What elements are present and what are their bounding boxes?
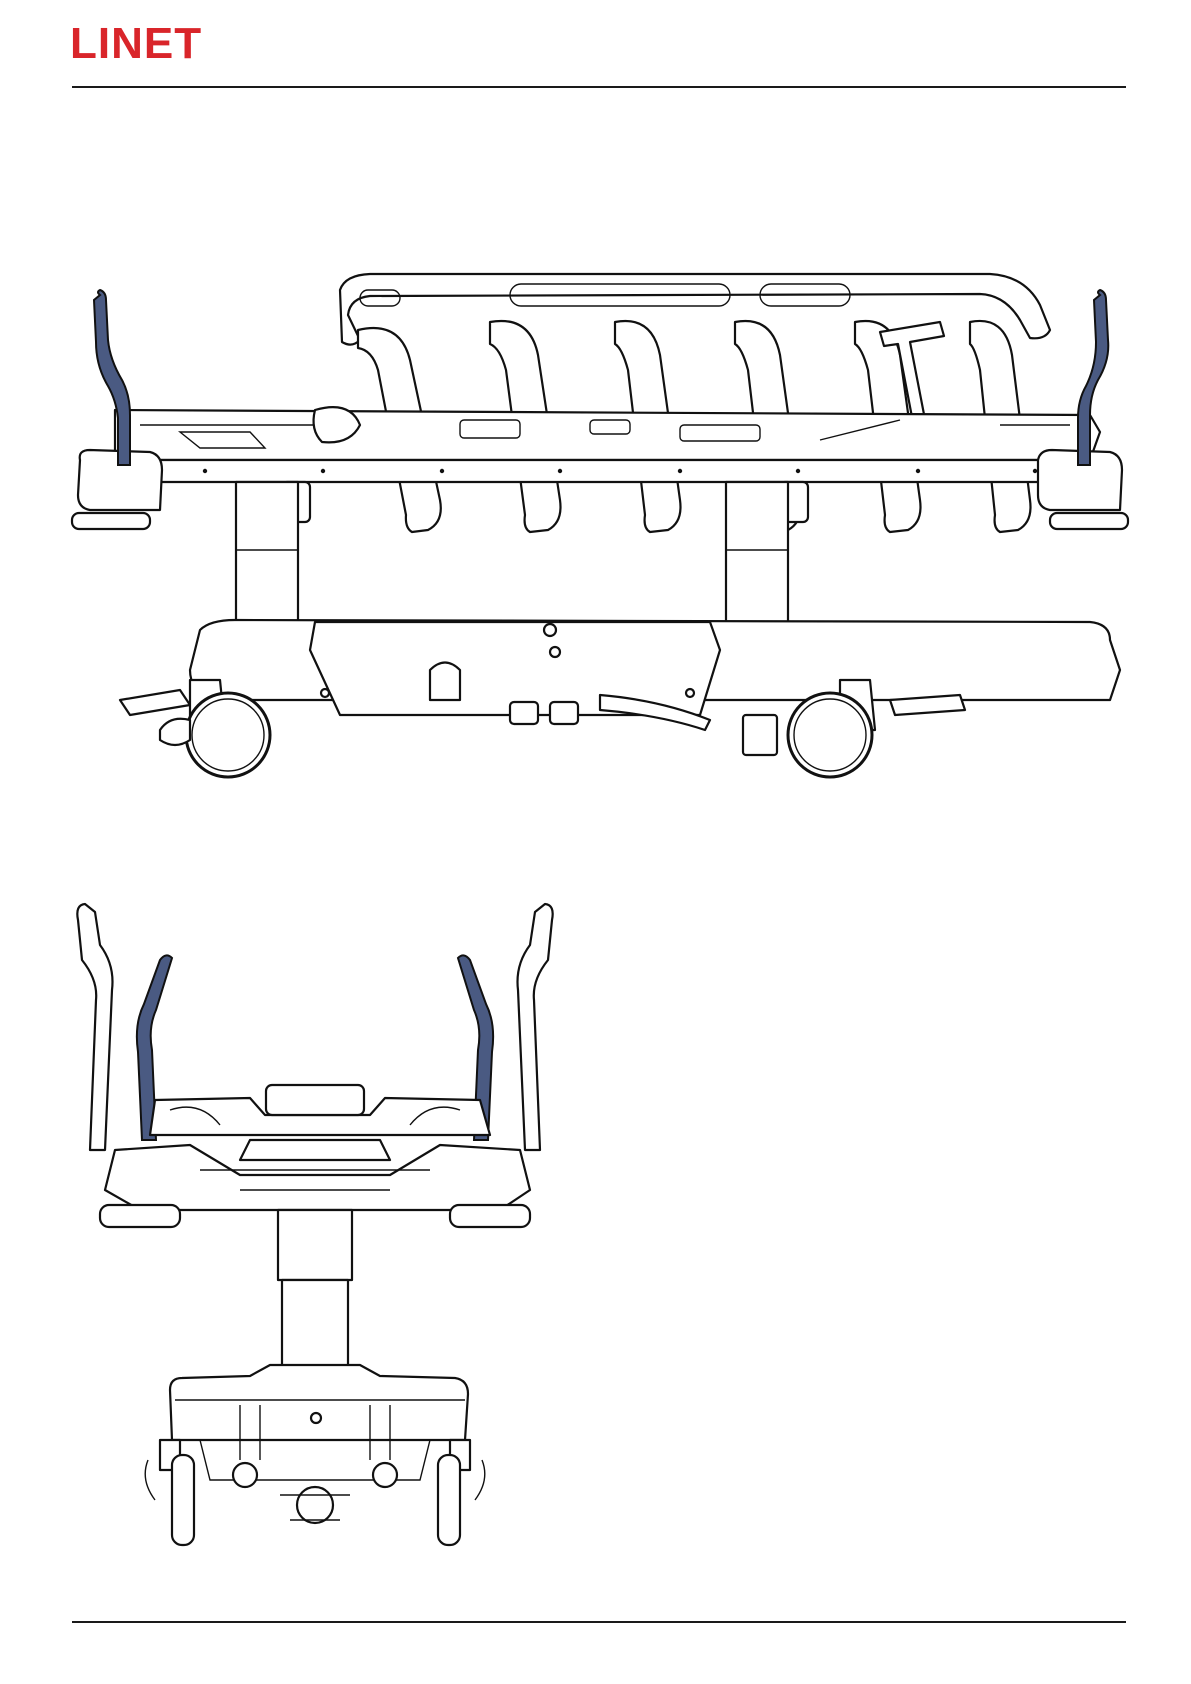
header-rule bbox=[72, 86, 1126, 88]
side-view-illustration bbox=[60, 260, 1140, 840]
footer-rule bbox=[72, 1621, 1126, 1623]
end-view-illustration bbox=[60, 900, 580, 1620]
linet-logo: LINET bbox=[70, 22, 202, 66]
